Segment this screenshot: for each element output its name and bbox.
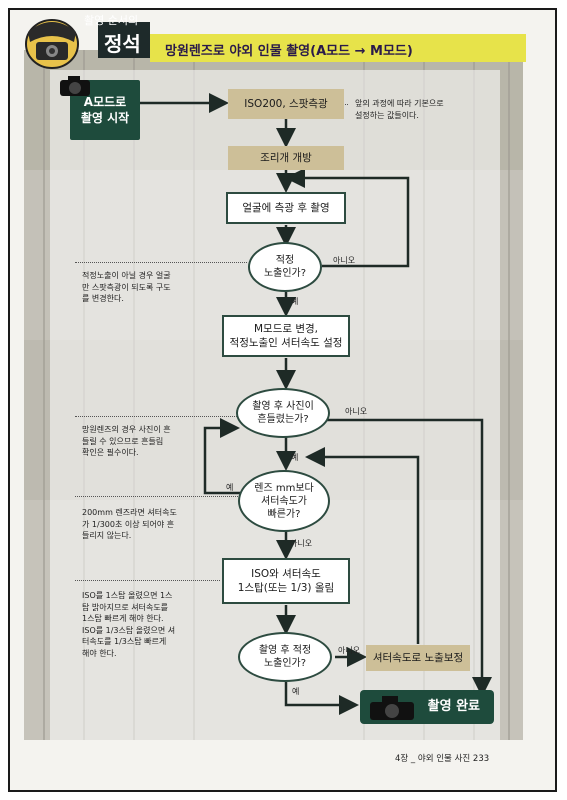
camera-icon [60,76,90,96]
header-bar [150,34,526,62]
note-shutter-rule: 200mm 렌즈라면 셔터속도 가 1/300초 이상 되어야 흔 들리지 않는… [82,508,177,540]
note-leader [75,416,237,417]
note-shake-check: 망원렌즈의 경우 사진이 흔 들릴 수 있으므로 흔들림 확인은 필수이다. [82,425,171,457]
yes-label: 예 [291,297,299,306]
no-label: 아니오 [345,407,368,416]
iso-setting-node: ISO200, 스팟측광 [228,89,344,119]
series-badge [98,22,150,58]
yes-label: 예 [292,687,300,696]
note-leader [75,496,240,497]
page-footer: 4장 _ 야외 인물 사진 233 [395,754,490,764]
yes-label: 예 [291,453,299,462]
shake-decision: 촬영 후 사진이 흔들렸는가? [236,388,330,438]
note-defaults: 앞의 과정에 따라 기본으로 설정하는 값들이다. [355,99,444,120]
note-iso-rule: ISO를 1스탑 올렸으면 1스 탑 밝아지므로 셔터속도를 1스탑 빠르게 해… [82,591,176,658]
meter-node: 얼굴에 측광 후 촬영 [226,192,346,224]
start-node: A모드로 촬영 시작 [70,80,140,140]
no-label: 아니오 [338,646,361,655]
series-big-label: 정석 [104,32,141,56]
final-exposure-decision: 촬영 후 적정 노출인가? [238,632,332,682]
page-title: 망원렌즈로 야외 인물 촬영(A모드 → M모드) [165,44,413,59]
note-recompose: 적정노출이 아닐 경우 얼굴 만 스팟측광이 되도록 구도 를 변경한다. [82,271,171,303]
no-label: 아니오 [290,539,313,548]
m-mode-node: M모드로 변경, 적정노출인 셔터속도 설정 [222,315,350,357]
aperture-node: 조리개 개방 [228,146,344,170]
cartoon-face-icon [25,19,79,69]
series-small-label: 촬영 순서의 [84,14,139,27]
shutter-compensation-node: 셔터속도로 노출보정 [366,645,470,671]
no-label: 아니오 [333,256,356,265]
yes-label: 예 [226,483,234,492]
iso-up-node: ISO와 셔터속도 1스탑(또는 1/3) 올림 [222,558,350,604]
note-leader [75,580,220,581]
note-leader [75,262,247,263]
camera-icon [370,696,414,720]
lens-shutter-decision: 렌즈 mm보다 셔터속도가 빠른가? [238,470,330,532]
exposure-decision: 적정 노출인가? [248,242,322,292]
